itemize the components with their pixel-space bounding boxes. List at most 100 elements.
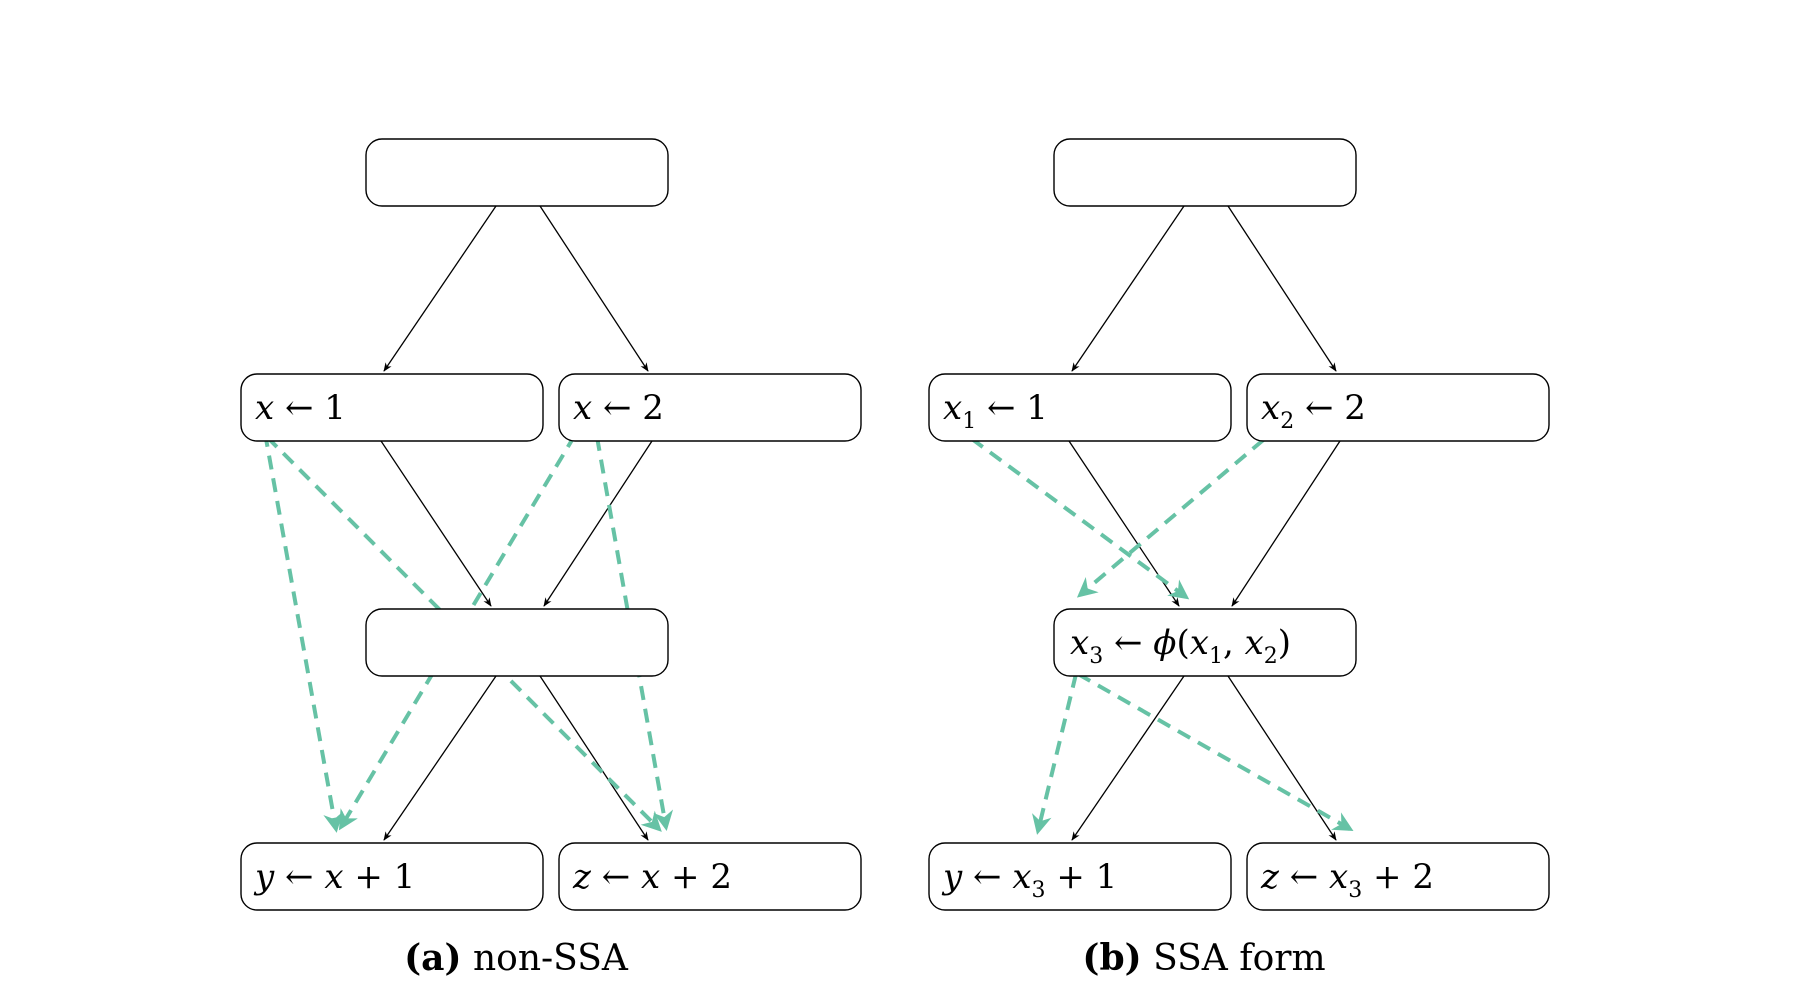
node-box — [1053, 608, 1357, 677]
node-label-part: x — [641, 857, 660, 897]
data-flow-edge-a-def1-to-a-use1 — [263, 432, 344, 833]
control-flow-edge-a-merge-to-a-use1 — [383, 675, 497, 841]
data-flow-edge-b-merge-to-b-use1 — [1032, 673, 1078, 835]
data-flow-edges — [263, 423, 1354, 835]
node-label-part: ← 2 — [1294, 388, 1366, 428]
node-label-part: x — [1012, 857, 1031, 897]
cfg-node-b-use1: y ← x3 + 1 — [928, 842, 1232, 911]
node-box — [1053, 138, 1357, 207]
control-flow-edge-a-merge-to-a-use2 — [539, 675, 649, 841]
node-label-part: ) — [1278, 623, 1291, 663]
node-label-part: ← 1 — [976, 388, 1048, 428]
node-label-part: + 1 — [344, 857, 416, 897]
node-box — [1246, 842, 1550, 911]
node-box — [928, 373, 1232, 442]
node-label-part: x — [255, 388, 274, 428]
node-label-part: ϕ — [1153, 623, 1176, 663]
node-label: x3 ← ϕ(x1, x2) — [1070, 623, 1291, 669]
node-box — [240, 373, 544, 442]
cfg-node-a-use2: z ← x + 2 — [558, 842, 862, 911]
node-label-part: x — [1070, 623, 1089, 663]
node-label-part: ← — [591, 857, 641, 897]
node-label: x ← 2 — [573, 388, 664, 428]
data-flow-edge-a-def2-to-a-use2 — [595, 436, 674, 831]
node-label-part: x — [573, 388, 592, 428]
control-flow-edge-b-entry-to-b-def2 — [1227, 205, 1337, 372]
node-label-subscript: 3 — [1032, 878, 1046, 903]
node-label: x1 ← 1 — [943, 388, 1048, 434]
cfg-node-a-def1: x ← 1 — [240, 373, 544, 442]
caption-panel-a: (a) non-SSA — [404, 937, 629, 979]
node-label: y ← x + 1 — [253, 857, 415, 897]
node-label-part: z — [1260, 857, 1280, 897]
cfg-node-a-merge — [365, 608, 669, 677]
node-label-part: x — [1329, 857, 1348, 897]
cfg-node-b-def1: x1 ← 1 — [928, 373, 1232, 442]
node-label-part: + 2 — [1362, 857, 1434, 897]
node-label-part: + 2 — [660, 857, 732, 897]
control-flow-edge-a-entry-to-a-def2 — [539, 205, 649, 372]
node-label-part: y — [941, 857, 963, 897]
control-flow-edge-a-entry-to-a-def1 — [383, 205, 497, 372]
cfg-node-b-entry — [1053, 138, 1357, 207]
node-label-part: x — [943, 388, 962, 428]
control-flow-edges — [380, 205, 1341, 841]
caption-tag-b: (b) — [1082, 937, 1141, 979]
caption-tag-a: (a) — [404, 937, 461, 979]
node-label-part: z — [572, 857, 592, 897]
cfg-node-a-entry — [365, 138, 669, 207]
control-flow-edge-b-def2-to-b-merge — [1231, 440, 1341, 607]
cfg-node-a-def2: x ← 2 — [558, 373, 862, 442]
control-flow-edge-b-merge-to-b-use1 — [1071, 675, 1185, 841]
node-box — [365, 138, 669, 207]
node-label-part: ← — [274, 857, 324, 897]
data-flow-edge-b-def2-to-b-merge — [1076, 423, 1283, 598]
node-label-subscript: 3 — [1089, 644, 1103, 669]
node-label: z ← x3 + 2 — [1260, 857, 1434, 903]
node-box — [1246, 373, 1550, 442]
node-label-part: + 1 — [1046, 857, 1118, 897]
node-label: z ← x + 2 — [572, 857, 732, 897]
node-label-part: x — [1245, 623, 1264, 663]
node-label-part: ← — [962, 857, 1012, 897]
cfg-node-b-use2: z ← x3 + 2 — [1246, 842, 1550, 911]
node-label: y ← x3 + 1 — [941, 857, 1117, 903]
data-flow-edge-b-def1-to-b-merge — [951, 423, 1190, 600]
node-label-part: x — [1261, 388, 1280, 428]
node-label-subscript: 3 — [1348, 878, 1362, 903]
node-box — [240, 842, 544, 911]
cfg-node-b-def2: x2 ← 2 — [1246, 373, 1550, 442]
cfg-node-b-merge: x3 ← ϕ(x1, x2) — [1053, 608, 1357, 677]
control-flow-edge-b-entry-to-b-def1 — [1071, 205, 1185, 372]
node-label-subscript: 1 — [962, 409, 976, 434]
node-label-part: x — [1190, 623, 1209, 663]
control-flow-edge-a-def2-to-a-merge — [543, 440, 653, 607]
node-label-part: ← 1 — [274, 388, 346, 428]
node-label-part: ( — [1176, 623, 1189, 663]
node-label-subscript: 2 — [1280, 409, 1294, 434]
caption-text-a: non-SSA — [473, 938, 629, 979]
node-label-part: ← 2 — [592, 388, 664, 428]
node-label-part: ← — [1103, 623, 1153, 663]
control-flow-edge-a-def1-to-a-merge — [380, 440, 492, 607]
node-label: x ← 1 — [255, 388, 346, 428]
node-label-part: x — [324, 857, 343, 897]
node-label-part: , — [1223, 623, 1245, 663]
node-box — [928, 842, 1232, 911]
node-box — [558, 842, 862, 911]
caption-text-b: SSA form — [1153, 938, 1325, 979]
data-flow-edge-a-def2-to-a-use1 — [338, 433, 577, 831]
caption-panel-b: (b) SSA form — [1082, 937, 1325, 979]
node-label-part: y — [253, 857, 275, 897]
control-flow-edge-b-merge-to-b-use2 — [1227, 675, 1337, 841]
node-label-subscript: 2 — [1264, 644, 1278, 669]
node-box — [365, 608, 669, 677]
data-flow-edge-b-merge-to-b-use2 — [1077, 672, 1354, 831]
node-label-subscript: 1 — [1209, 644, 1223, 669]
cfg-node-a-use1: y ← x + 1 — [240, 842, 544, 911]
node-label: x2 ← 2 — [1261, 388, 1366, 434]
node-label-part: ← — [1279, 857, 1329, 897]
node-box — [558, 373, 862, 442]
